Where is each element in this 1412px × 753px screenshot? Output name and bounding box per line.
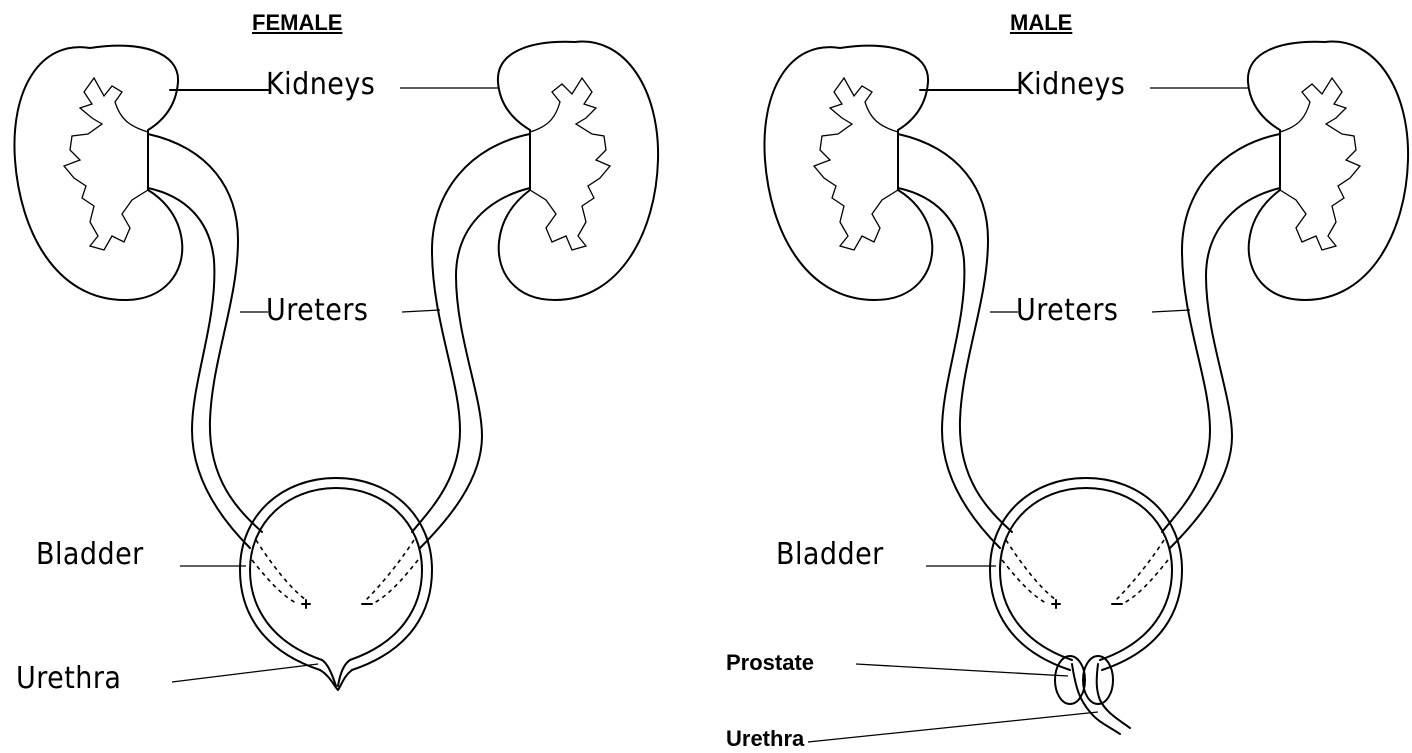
- male-label-kidneys: Kidneys: [1016, 70, 1125, 100]
- female-urethra: [320, 660, 352, 690]
- female-bladder: [240, 478, 432, 670]
- male-right-kidney: [1248, 42, 1408, 300]
- female-title: FEMALE: [252, 12, 342, 34]
- male-left-kidney: [764, 46, 932, 300]
- male-bladder: [990, 478, 1182, 670]
- male-label-bladder: Bladder: [776, 540, 884, 570]
- male-title: MALE: [1010, 12, 1072, 34]
- female-label-bladder: Bladder: [36, 540, 144, 570]
- male-ureters: [898, 134, 1280, 608]
- female-ureters: [148, 134, 530, 608]
- female-label-kidneys: Kidneys: [266, 70, 375, 100]
- female-label-urethra: Urethra: [16, 664, 121, 694]
- female-diagram: [14, 42, 658, 690]
- male-label-prostate: Prostate: [726, 652, 814, 674]
- male-label-ureters: Ureters: [1016, 296, 1118, 326]
- male-diagram: [764, 42, 1408, 742]
- male-urethra: [1072, 664, 1130, 734]
- female-left-kidney: [14, 46, 182, 300]
- male-label-urethra: Urethra: [726, 728, 804, 750]
- female-label-ureters: Ureters: [266, 296, 368, 326]
- female-right-kidney: [498, 42, 658, 300]
